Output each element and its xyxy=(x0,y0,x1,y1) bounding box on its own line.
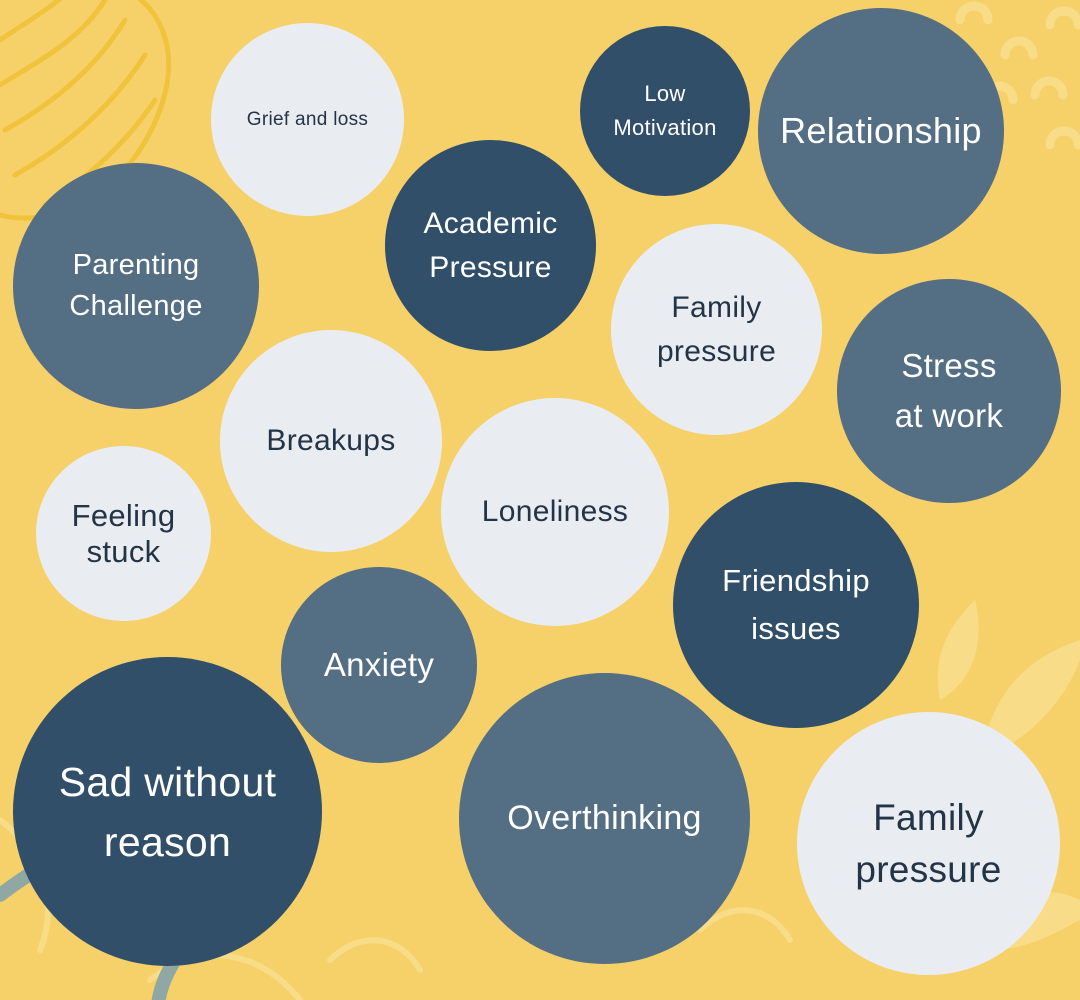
topic-label: Feeling stuck xyxy=(71,497,176,569)
topic-label: Family pressure xyxy=(656,290,777,368)
topic-family-pressure[interactable]: Family pressure xyxy=(611,224,822,435)
topic-label: Anxiety xyxy=(323,646,435,683)
topic-label: Academic Pressure xyxy=(423,206,558,284)
topic-loneliness[interactable]: Loneliness xyxy=(441,398,669,626)
topic-relationship[interactable]: Relationship xyxy=(758,8,1004,254)
topic-label: Family pressure xyxy=(855,796,1002,890)
topic-parenting-challenge[interactable]: Parenting Challenge xyxy=(13,163,259,409)
topic-label: Sad without reason xyxy=(58,758,277,865)
topic-label: Overthinking xyxy=(507,799,702,837)
topic-breakups[interactable]: Breakups xyxy=(220,330,442,552)
topic-academic-pressure[interactable]: Academic Pressure xyxy=(385,140,596,351)
topic-label: Grief and loss xyxy=(246,108,369,130)
topic-label: Stress at work xyxy=(894,347,1004,434)
topic-sad-without-reason[interactable]: Sad without reason xyxy=(13,657,322,966)
leaf-decoration xyxy=(0,0,172,221)
topic-friendship-issues[interactable]: Friendship issues xyxy=(673,482,919,728)
topic-label: Low Motivation xyxy=(613,81,717,140)
topic-overthinking[interactable]: Overthinking xyxy=(459,673,750,964)
topic-low-motivation[interactable]: Low Motivation xyxy=(580,26,750,196)
topic-label: Breakups xyxy=(266,424,396,457)
topic-anxiety[interactable]: Anxiety xyxy=(281,567,477,763)
topic-family-pressure-2[interactable]: Family pressure xyxy=(797,712,1060,975)
topic-label: Loneliness xyxy=(481,495,629,528)
topic-label: Friendship issues xyxy=(722,563,870,646)
topic-stress-at-work[interactable]: Stress at work xyxy=(837,279,1061,503)
topic-label: Parenting Challenge xyxy=(69,249,203,322)
topic-grief-and-loss[interactable]: Grief and loss xyxy=(211,23,404,216)
topic-label: Relationship xyxy=(780,110,982,151)
topic-feeling-stuck[interactable]: Feeling stuck xyxy=(36,446,211,621)
